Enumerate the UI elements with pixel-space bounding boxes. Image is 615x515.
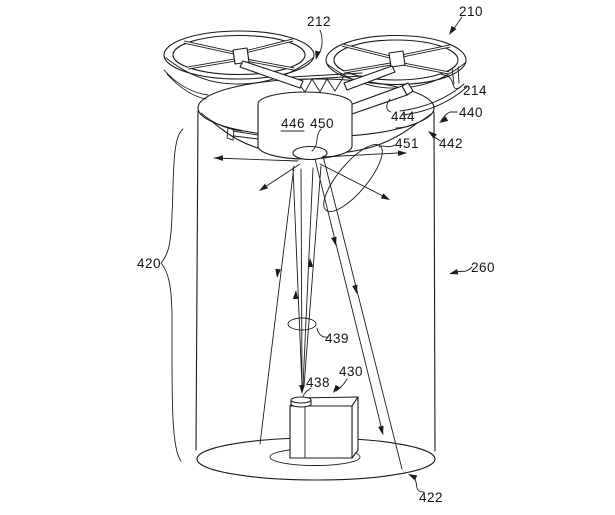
ref-440: 440 [459, 105, 483, 120]
lens-ellipse [287, 317, 317, 331]
rotor-left-rim-depth [165, 57, 314, 85]
rotor-right-outer-rim [325, 34, 467, 86]
scan-ellipse [323, 144, 383, 212]
marker-cap-top [290, 396, 312, 404]
ref-210: 210 [459, 4, 483, 19]
ref-444: 444 [391, 109, 415, 124]
support-arm-444-endcap [401, 82, 414, 96]
cylinder-left-wall [195, 110, 199, 451]
ref-212: 212 [307, 14, 331, 29]
leader-440 [440, 111, 458, 122]
ref-260: 260 [471, 260, 495, 275]
rotor-right [325, 34, 467, 91]
ref-420: 420 [137, 256, 161, 271]
rotor-right-arm [343, 65, 396, 91]
leader-439 [316, 327, 329, 338]
ref-214: 214 [463, 83, 487, 98]
body-disc-rim-lines [200, 112, 432, 132]
leader-430 [335, 378, 348, 392]
rotor-left-outer-rim [163, 30, 315, 80]
rear-right-rotor-arc [399, 66, 468, 116]
ref-430: 430 [339, 364, 363, 379]
beam-lines [213, 152, 403, 470]
sensor-aperture [292, 145, 328, 161]
housing-left-bracket [226, 127, 259, 141]
ref-422: 422 [419, 490, 443, 505]
leader-438 [302, 387, 312, 398]
ref-438: 438 [306, 375, 330, 390]
ref-451: 451 [395, 136, 419, 151]
rotor-left-inner-rim [172, 34, 306, 76]
leader-444 [386, 98, 392, 113]
leader-260 [456, 266, 473, 273]
rear-left-rotor-arc [163, 69, 209, 100]
leader-451 [378, 144, 396, 148]
ref-439: 439 [325, 331, 349, 346]
ref-442: 442 [439, 136, 463, 151]
rotor-left [163, 30, 315, 89]
rotor-left-spokes-inner [183, 39, 295, 70]
ref-450: 450 [310, 116, 334, 131]
sensor-housing [257, 91, 353, 160]
rotor-right-inner-rim [333, 39, 459, 81]
ref-446: 446 [281, 116, 305, 131]
leader-450 [311, 128, 322, 152]
package-front-face [289, 405, 353, 459]
rotor-left-arm [239, 60, 304, 89]
cylinder-right-wall [433, 111, 436, 452]
rotor-right-spokes-inner [341, 44, 451, 74]
brace-420 [160, 128, 184, 462]
rotor-left-hub [232, 47, 250, 65]
leader-214 [440, 73, 462, 89]
rotor-right-hub [388, 50, 406, 68]
package [289, 396, 359, 459]
package-right-face [351, 396, 359, 459]
